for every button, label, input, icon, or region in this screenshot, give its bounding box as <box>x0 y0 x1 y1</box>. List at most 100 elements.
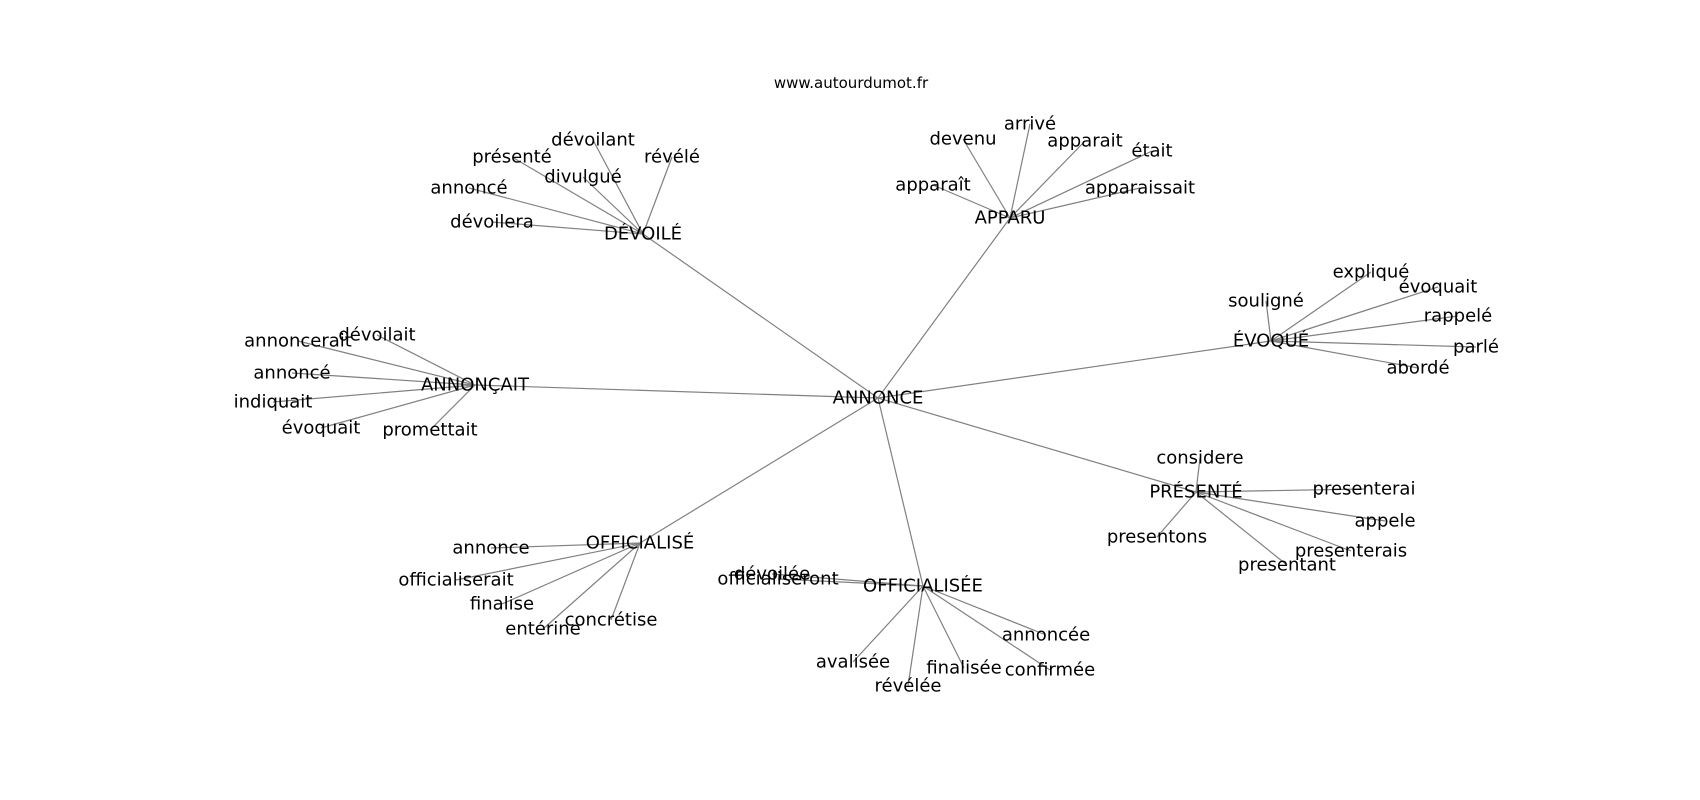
leaf-node-devoile-devoilera: dévoilera <box>450 212 534 233</box>
leaf-node-devoile-revele: révélé <box>644 147 700 168</box>
edge-officialise-annonce <box>490 542 641 549</box>
hub-node-annoncait: ANNONÇAIT <box>421 375 530 396</box>
leaf-node-presente-appele: appele <box>1354 511 1415 532</box>
edge-officialise-concretise <box>610 542 641 621</box>
edge-officialisee-officialiseront <box>777 578 924 587</box>
edge-apparu-etait <box>1009 150 1153 219</box>
edge-evoque-evoquait <box>1270 286 1439 342</box>
edge-center-presente <box>877 397 1197 493</box>
edge-devoile-divulgue <box>582 176 644 235</box>
graph-labels: ANNONCE DÉVOILÉ dévoilant révélé présentédiv… <box>234 114 1499 697</box>
leaf-node-evoque-aborde: abordé <box>1386 358 1449 379</box>
leaf-node-officialisee-confirmee: confirmée <box>1005 660 1095 681</box>
edge-officialise-officialiserait <box>455 542 641 581</box>
leaf-node-evoque-souligne: souligné <box>1228 291 1304 312</box>
hub-node-officialise: OFFICIALISÉ <box>586 532 695 554</box>
edge-annoncait-annoncerait <box>297 340 476 386</box>
edge-evoque-rappele <box>1270 315 1459 342</box>
leaf-node-officialisee-avalisee: avalisée <box>816 652 890 673</box>
leaf-node-apparu-devenu: devenu <box>929 129 996 150</box>
edge-presente-considere <box>1195 457 1201 493</box>
edge-center-devoile <box>642 233 879 399</box>
edge-annoncait-indiquait <box>272 384 476 403</box>
leaf-node-apparu-apparait: apparaît <box>895 175 970 196</box>
edge-annoncait-annonce <box>291 372 476 386</box>
edge-officialise-finalise <box>501 542 641 605</box>
edge-devoile-devoilera <box>491 221 644 235</box>
edge-evoque-parle <box>1270 340 1477 348</box>
edge-officialisee-devoilee <box>771 573 924 587</box>
edge-center-officialisee <box>877 397 924 587</box>
leaf-node-presente-considere: considere <box>1156 448 1243 469</box>
leaf-node-evoque-parle: parlé <box>1453 337 1499 358</box>
edge-officialise-enterine <box>542 542 641 630</box>
edge-annoncait-promettait <box>429 384 476 431</box>
edge-center-apparu <box>877 217 1011 399</box>
source-label: www.autourdumot.fr <box>774 74 929 92</box>
leaf-node-officialisee-devoilee: dévoilée <box>734 564 810 585</box>
edge-evoque-souligne <box>1265 300 1272 342</box>
leaf-node-officialise-finalise: finalise <box>470 594 534 615</box>
edge-evoque-explique <box>1270 271 1372 342</box>
leaf-node-annoncait-annonce: annoncé <box>253 363 330 384</box>
hub-node-officialisee: OFFICIALISÉE <box>863 575 983 597</box>
edge-officialisee-finalisee <box>922 585 965 669</box>
leaf-node-evoque-explique: expliqué <box>1333 262 1410 283</box>
hub-node-apparu: APPARU <box>975 208 1046 229</box>
edge-officialisee-annoncee <box>922 585 1047 636</box>
leaf-node-annoncait-evoquait: évoquait <box>282 418 361 439</box>
edge-presente-appele <box>1195 491 1386 522</box>
edge-officialisee-confirmee <box>922 585 1051 671</box>
leaf-node-annoncait-promettait: promettait <box>382 420 477 441</box>
edge-center-annoncait <box>474 384 879 399</box>
hub-node-presente: PRÉSENTÉ <box>1149 481 1242 503</box>
leaf-node-annoncait-annoncerait: annoncerait <box>244 331 352 352</box>
leaf-node-officialisee-revelee: révélée <box>875 676 942 697</box>
leaf-node-devoile-devoilant: dévoilant <box>551 130 635 151</box>
leaf-node-presente-presentons: presentons <box>1107 527 1207 548</box>
edge-presente-presentons <box>1156 491 1197 538</box>
leaf-node-annoncait-devoilait: dévoilait <box>338 325 415 346</box>
edge-presente-presenterai <box>1195 488 1365 493</box>
leaf-node-officialise-enterine: entérine <box>505 619 581 640</box>
center-node-label: ANNONCE <box>833 388 924 409</box>
edge-apparu-arrive <box>1009 123 1031 219</box>
edge-officialisee-avalisee <box>852 585 924 663</box>
edge-center-officialise <box>639 397 879 544</box>
leaf-node-devoile-annonce: annoncé <box>430 178 507 199</box>
hub-node-evoque: ÉVOQUÉ <box>1233 330 1309 352</box>
edge-devoile-revele <box>642 156 673 235</box>
graph-edges <box>272 123 1477 687</box>
edge-annoncait-devoilait <box>376 334 476 386</box>
edge-evoque-aborde <box>1270 340 1419 369</box>
leaf-node-apparu-etait: était <box>1131 141 1172 162</box>
leaf-node-presente-presenterais: presenterais <box>1295 541 1407 562</box>
edge-devoile-devoilant <box>592 139 644 235</box>
leaf-node-apparu-arrive: arrivé <box>1004 114 1056 135</box>
edge-apparu-apparait <box>1009 140 1086 219</box>
leaf-node-officialise-officialiserait: officialiserait <box>398 570 513 591</box>
edge-annoncait-evoquait <box>320 384 476 429</box>
edge-center-evoque <box>877 340 1272 399</box>
leaf-node-officialise-concretise: concrétise <box>565 610 658 631</box>
leaf-node-devoile-presente: présenté <box>472 147 552 168</box>
leaf-node-officialisee-finalisee: finalisée <box>926 658 1001 679</box>
leaf-node-presente-presentant: presentant <box>1238 555 1336 576</box>
leaf-node-presente-presenterai: presenterai <box>1313 479 1416 500</box>
leaf-node-evoque-rappele: rappelé <box>1424 306 1492 327</box>
edge-devoile-annonce <box>468 187 644 235</box>
edge-apparu-apparait <box>932 184 1011 219</box>
leaf-node-officialise-annonce: annonce <box>452 538 529 559</box>
edge-apparu-apparaissait <box>1009 187 1141 219</box>
leaf-node-devoile-divulgue: divulgué <box>544 167 621 188</box>
hub-node-devoile: DÉVOILÉ <box>604 223 682 245</box>
leaf-node-officialisee-annoncee: annoncée <box>1002 625 1090 646</box>
leaf-node-apparu-apparaissait: apparaissait <box>1085 178 1195 199</box>
leaf-node-annoncait-indiquait: indiquait <box>234 392 313 413</box>
leaf-node-apparu-apparait: apparait <box>1047 131 1122 152</box>
edge-officialisee-revelee <box>907 585 924 687</box>
edge-presente-presentant <box>1195 491 1288 566</box>
leaf-node-evoque-evoquait: évoquait <box>1399 277 1478 298</box>
edge-devoile-presente <box>511 156 644 235</box>
